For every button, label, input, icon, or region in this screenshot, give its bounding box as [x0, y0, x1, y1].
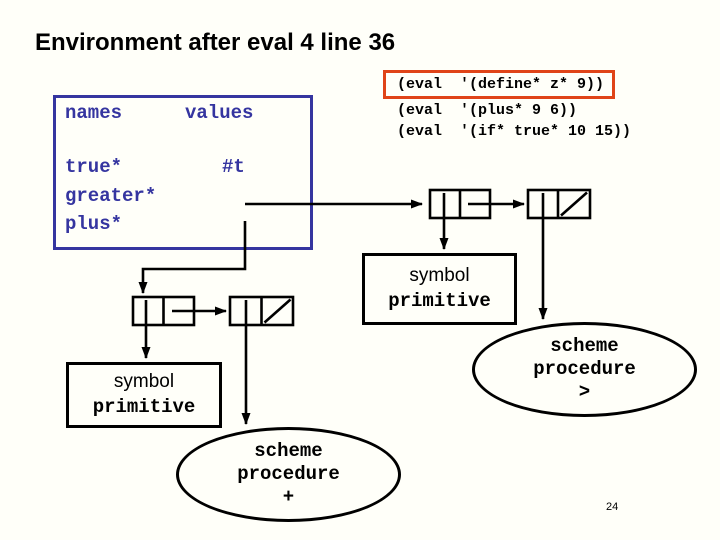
scheme-procedure-plus-ellipse: scheme procedure + [176, 427, 401, 522]
column-header-names: names [65, 102, 123, 124]
plus-symbol-label: + [282, 486, 295, 508]
column-header-values: values [185, 102, 254, 124]
symbol-label: symbol [113, 371, 175, 392]
binding-name-greater: greater* [65, 185, 157, 207]
cons-cell-plus-second [228, 295, 295, 327]
eval-line-2: (eval '(plus* 9 6)) [397, 102, 578, 119]
scheme-label: scheme [254, 440, 323, 462]
primitive-label: primitive [92, 396, 196, 418]
eval-trace-panel: (eval '(define* z* 9)) (eval '(plus* 9 6… [383, 70, 631, 142]
nil-slash-greater [560, 191, 588, 217]
cons-cell-plus-first [131, 295, 196, 327]
greater-symbol-label: > [578, 381, 591, 403]
nil-slash-plus [263, 298, 292, 324]
binding-value-true: #t [222, 156, 245, 178]
symbol-primitive-box-plus: symbol primitive [66, 362, 222, 428]
slide-title: Environment after eval 4 line 36 [35, 29, 396, 56]
procedure-label: procedure [237, 463, 340, 485]
cons-cell-greater-first [428, 188, 492, 220]
symbol-label: symbol [409, 265, 470, 286]
scheme-procedure-greater-ellipse: scheme procedure > [472, 322, 697, 417]
primitive-label: primitive [388, 290, 491, 312]
cons-cell-greater-second [526, 188, 592, 220]
eval-line-highlighted: (eval '(define* z* 9)) [383, 70, 616, 99]
symbol-primitive-box-greater: symbol primitive [362, 253, 517, 325]
procedure-label: procedure [533, 358, 636, 380]
binding-name-plus: plus* [65, 213, 123, 235]
scheme-label: scheme [550, 335, 619, 357]
page-number: 24 [606, 501, 619, 513]
binding-name-true: true* [65, 156, 123, 178]
eval-line-3: (eval '(if* true* 10 15)) [397, 123, 632, 140]
environment-frame-box: names values true* #t greater* plus* [53, 95, 313, 250]
